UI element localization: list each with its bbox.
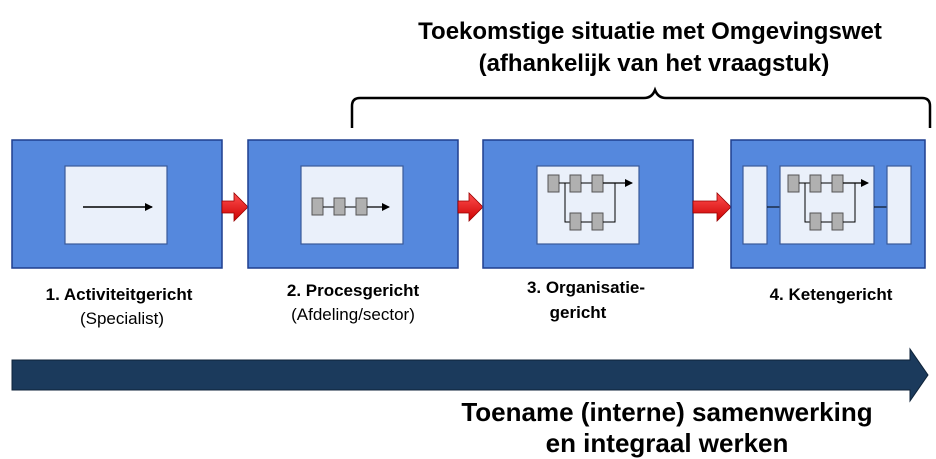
process-chain-icon: [311, 197, 390, 216]
stage-1-title: 1. Activiteitgericht: [46, 285, 193, 304]
bottom-caption-line1: Toename (interne) samenwerking: [461, 397, 872, 427]
stage-2-subtitle: (Afdeling/sector): [291, 305, 415, 324]
stage-4-title: 4. Ketengericht: [770, 285, 893, 304]
future-title-line2: (afhankelijk van het vraagstuk): [479, 50, 830, 77]
connector-arrow-1: [221, 192, 249, 222]
connector-arrow-3: [692, 192, 732, 222]
stage-2-title: 2. Procesgericht: [287, 281, 420, 300]
stage-3-title-line2: gericht: [550, 303, 607, 322]
future-title-line1: Toekomstige situatie met Omgevingswet: [418, 18, 882, 45]
stage-1-subtitle: (Specialist): [80, 309, 164, 328]
scope-brace: [350, 86, 932, 128]
progress-arrow: [11, 347, 929, 403]
stage-1-inner: [64, 165, 168, 245]
bottom-caption-line2: en integraal werken: [546, 428, 789, 458]
stage-3-title-line1: 3. Organisatie-: [527, 278, 645, 297]
chain-process-icon: [742, 165, 912, 245]
connector-arrow-2: [457, 192, 484, 222]
organisation-process-icon: [547, 174, 633, 231]
